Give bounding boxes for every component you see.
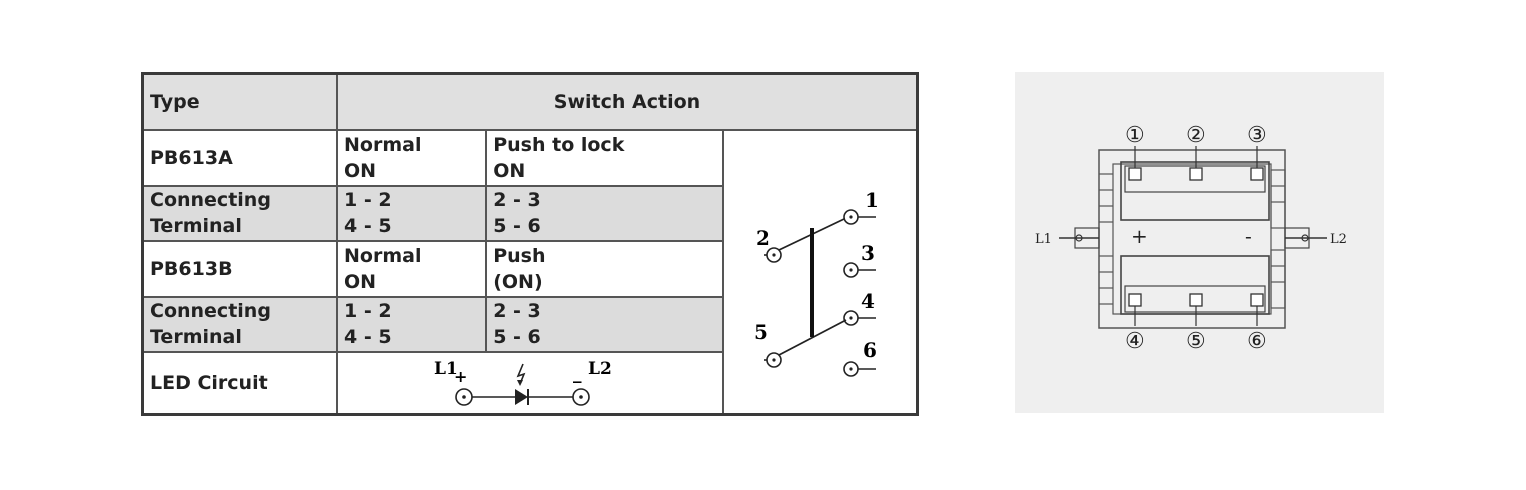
right-side-ribs bbox=[1270, 169, 1286, 309]
led-circuit-cell: L1 + _ L2 bbox=[336, 351, 724, 416]
terminal-pair: 4 - 5 bbox=[344, 215, 392, 238]
contact-arm-lower bbox=[778, 319, 847, 356]
type-cell: LED Circuit bbox=[141, 351, 338, 416]
left-side-ribs bbox=[1099, 173, 1113, 305]
terminal-label: 3 bbox=[861, 241, 875, 265]
pinout-panel: ① ② ③ ④ ⑤ ⑥ L1 + L2 - bbox=[1015, 72, 1384, 413]
pin-2-label: ② bbox=[1186, 123, 1206, 148]
state-line: (ON) bbox=[493, 270, 543, 293]
led-l2-label: L2 bbox=[588, 359, 612, 379]
type-header: Type bbox=[141, 72, 338, 131]
state-line: ON bbox=[493, 159, 526, 182]
pinout-diagram: ① ② ③ ④ ⑤ ⑥ L1 + L2 - bbox=[1035, 123, 1347, 354]
terminal-a-cell: 1 - 2 4 - 5 bbox=[335, 295, 488, 354]
row-led-circuit: LED Circuit L1 + _ L2 bbox=[141, 351, 918, 416]
type-line: Connecting bbox=[150, 189, 271, 212]
type-cell: PB613A bbox=[141, 129, 338, 187]
switch-diagram-cell: 2 5 1 bbox=[722, 129, 919, 416]
l2-label: L2 bbox=[1330, 232, 1347, 247]
state-line: ON bbox=[344, 159, 377, 182]
plus-label: + bbox=[1131, 224, 1148, 248]
led-circuit-diagram: L1 + _ L2 bbox=[434, 359, 612, 406]
type-line: Terminal bbox=[150, 215, 242, 238]
terminal-a-cell: 1 - 2 4 - 5 bbox=[335, 184, 488, 243]
switch-action-header: Switch Action bbox=[336, 72, 919, 131]
terminal-label: 5 bbox=[754, 320, 768, 344]
light-emission-icon bbox=[516, 363, 526, 385]
type-line: Connecting bbox=[150, 300, 271, 323]
minus-label: - bbox=[1245, 224, 1252, 248]
led-terminal-right bbox=[572, 388, 590, 406]
terminal-pair: 2 - 3 bbox=[493, 300, 541, 323]
terminal-label: 1 bbox=[865, 188, 879, 212]
led-plus-label: + bbox=[454, 367, 467, 386]
terminal-pair: 1 - 2 bbox=[344, 300, 392, 323]
l1-label: L1 bbox=[1035, 232, 1052, 247]
terminal-label: 2 bbox=[756, 226, 770, 250]
terminal-pair: 4 - 5 bbox=[344, 326, 392, 349]
pin-3-label: ③ bbox=[1247, 123, 1267, 148]
pin-6-label: ⑥ bbox=[1247, 329, 1267, 354]
state-line: Push to lock bbox=[493, 133, 625, 156]
terminal-label: 4 bbox=[861, 289, 875, 313]
header-row: Type Switch Action bbox=[141, 72, 919, 131]
lower-contact-block bbox=[1120, 255, 1270, 315]
led-minus-label: _ bbox=[573, 364, 582, 384]
terminal-pair: 2 - 3 bbox=[493, 189, 541, 212]
pin-5-label: ⑤ bbox=[1186, 329, 1206, 354]
state-line: Normal bbox=[344, 244, 422, 267]
pin-1-label: ① bbox=[1125, 123, 1145, 148]
terminal-pair: 5 - 6 bbox=[493, 326, 541, 349]
led-diode-icon bbox=[515, 389, 528, 406]
terminal-b-cell: 2 - 3 5 - 6 bbox=[485, 184, 724, 243]
terminal-b-cell: 2 - 3 5 - 6 bbox=[485, 295, 724, 354]
state-line: Normal bbox=[344, 133, 422, 156]
terminal-label: 6 bbox=[863, 338, 877, 362]
switch-schematic: 2 5 1 bbox=[754, 188, 879, 377]
type-line: Terminal bbox=[150, 326, 242, 349]
upper-contact-block bbox=[1120, 161, 1270, 221]
state-line: ON bbox=[344, 270, 377, 293]
terminal-pair: 1 - 2 bbox=[344, 189, 392, 212]
state-line: Push bbox=[493, 244, 546, 267]
state-b-cell: Push (ON) bbox=[485, 240, 724, 298]
type-cell: PB613B bbox=[141, 240, 338, 298]
pin-4-label: ④ bbox=[1125, 329, 1145, 354]
terminal-pair: 5 - 6 bbox=[493, 215, 541, 238]
led-l1-label: L1 bbox=[434, 359, 458, 379]
